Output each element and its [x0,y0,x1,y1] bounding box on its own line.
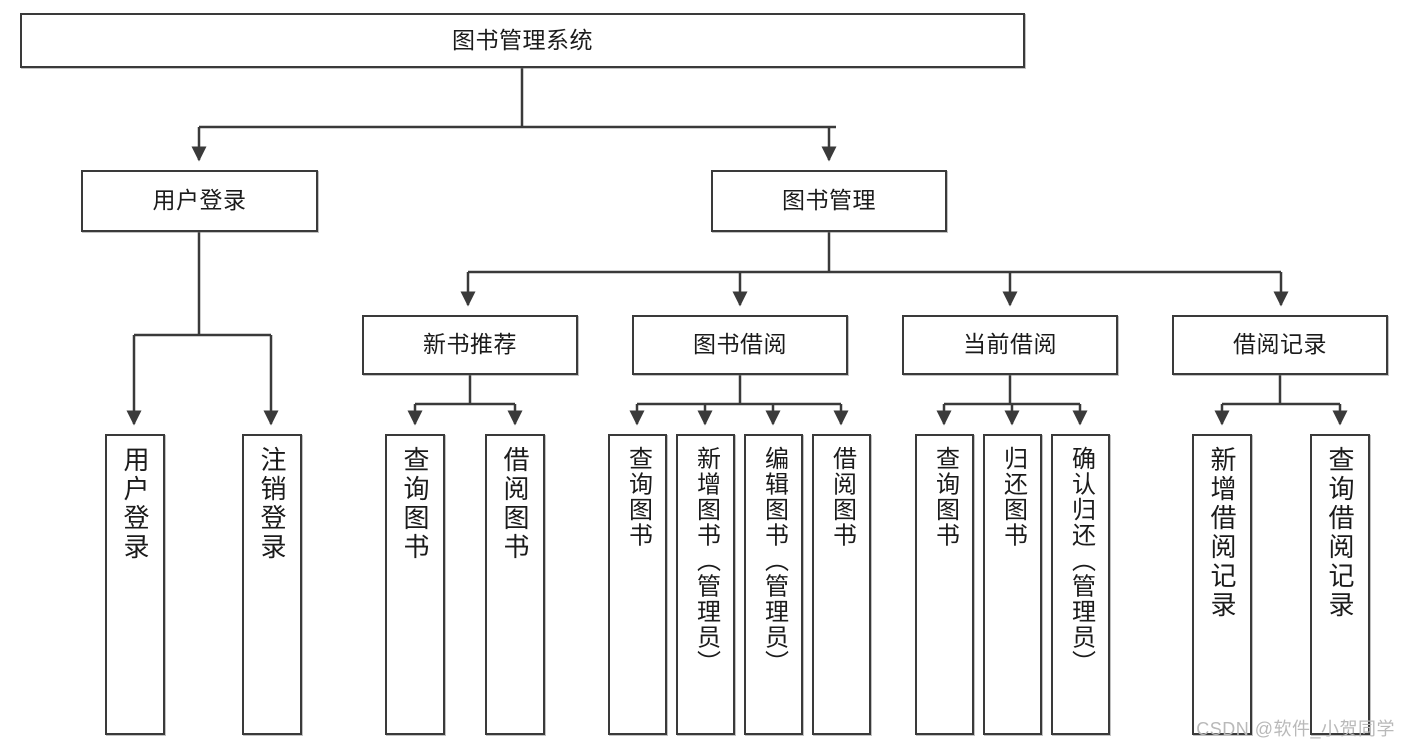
node-label: 图书借阅 [693,331,787,358]
node-leaf-query-book-new[interactable]: 查询图书 [385,434,445,735]
node-label: 编辑图书（管理员） [760,446,788,676]
node-label: 确认归还（管理员） [1067,446,1095,676]
node-leaf-add-book-admin[interactable]: 新增图书（管理员） [676,434,735,735]
node-label: 新书推荐 [423,331,517,358]
node-new-book-recommendation[interactable]: 新书推荐 [362,315,578,375]
node-label: 查询图书 [400,446,430,562]
node-label: 查询图书 [624,446,652,548]
node-label: 用户登录 [120,446,150,562]
node-label: 查询图书 [931,446,959,548]
node-label: 新增图书（管理员） [692,446,720,676]
node-borrowing-records[interactable]: 借阅记录 [1172,315,1388,375]
node-label: 借阅图书 [500,446,530,562]
node-label: 当前借阅 [963,331,1057,358]
node-leaf-query-book-current[interactable]: 查询图书 [915,434,974,735]
node-leaf-user-login[interactable]: 用户登录 [105,434,165,735]
node-label: 借阅图书 [828,446,856,548]
node-book-borrowing[interactable]: 图书借阅 [632,315,848,375]
node-label: 归还图书 [999,446,1027,548]
node-leaf-edit-book-admin[interactable]: 编辑图书（管理员） [744,434,803,735]
node-leaf-logout[interactable]: 注销登录 [242,434,302,735]
node-leaf-borrow-book[interactable]: 借阅图书 [812,434,871,735]
node-leaf-confirm-return-admin[interactable]: 确认归还（管理员） [1051,434,1110,735]
node-current-borrowing[interactable]: 当前借阅 [902,315,1118,375]
node-leaf-borrow-book-new[interactable]: 借阅图书 [485,434,545,735]
node-label: 查询借阅记录 [1325,446,1355,620]
node-label: 图书管理 [782,187,876,214]
node-book-management-system[interactable]: 图书管理系统 [20,13,1025,68]
node-leaf-add-borrow-record[interactable]: 新增借阅记录 [1192,434,1252,735]
node-label: 图书管理系统 [452,26,593,53]
csdn-watermark: CSDN @软件_小贺同学 [1196,719,1395,739]
node-label: 用户登录 [152,187,247,214]
node-label: 借阅记录 [1233,331,1327,358]
node-leaf-return-book[interactable]: 归还图书 [983,434,1042,735]
node-user-login[interactable]: 用户登录 [81,170,318,232]
node-label: 注销登录 [257,446,287,562]
node-leaf-query-book-borrow[interactable]: 查询图书 [608,434,667,735]
node-label: 新增借阅记录 [1207,446,1237,620]
node-leaf-query-borrow-record[interactable]: 查询借阅记录 [1310,434,1370,735]
node-book-management[interactable]: 图书管理 [711,170,947,232]
